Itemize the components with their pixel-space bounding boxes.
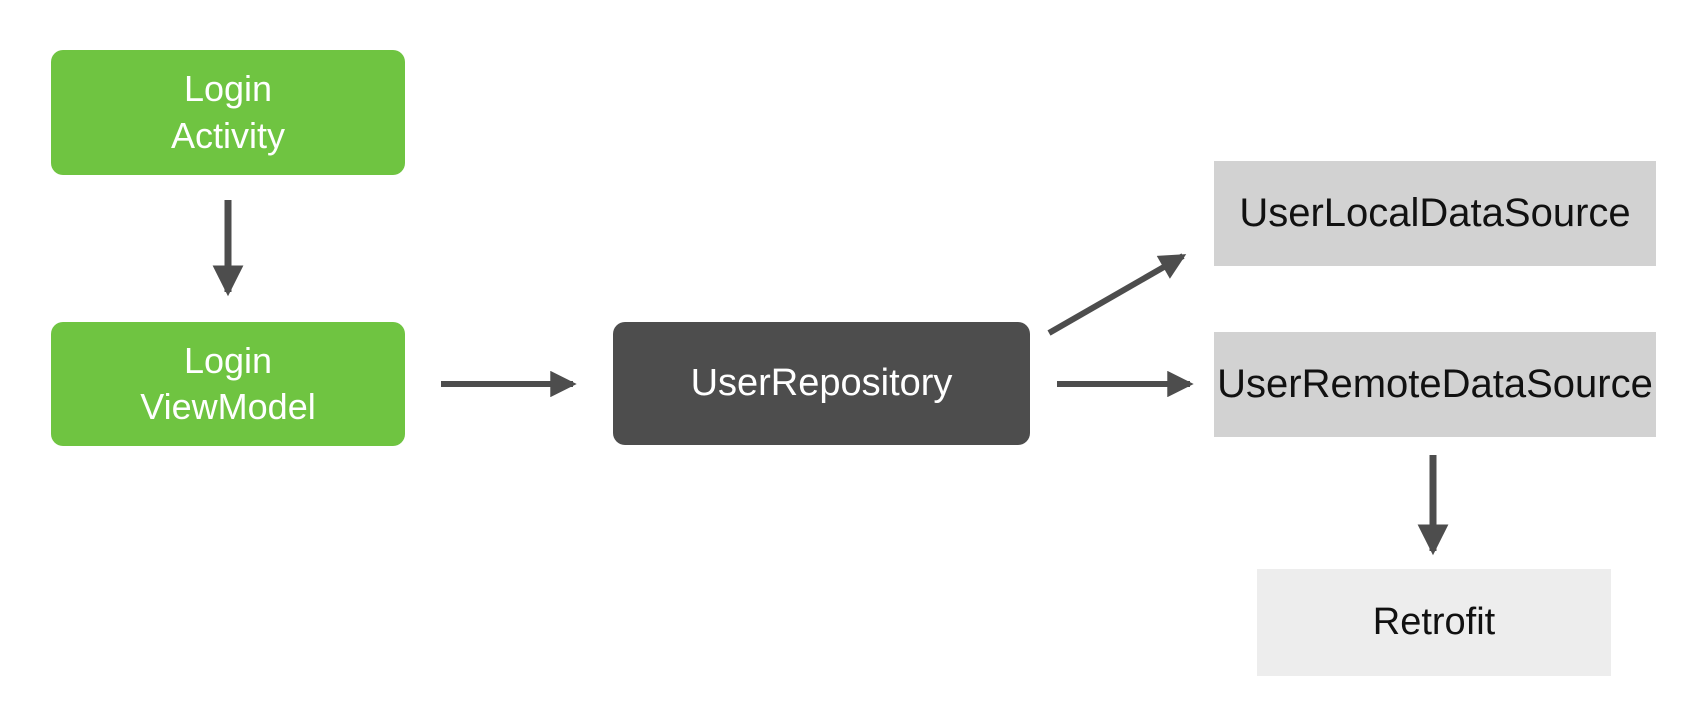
arrow-repository-to-local: [1047, 253, 1187, 336]
node-label-line: Login: [183, 339, 273, 381]
node-label-line: Login: [183, 68, 273, 110]
node-user-local-datasource: UserLocalDataSource: [1214, 161, 1656, 266]
node-user-remote-datasource: UserRemoteDataSource: [1214, 332, 1656, 437]
node-label-line: UserLocalDataSource: [1239, 190, 1631, 235]
node-label-line: UserRemoteDataSource: [1217, 361, 1653, 406]
node-label-line: UserRepository: [690, 362, 953, 405]
node-label-line: Activity: [170, 114, 285, 156]
node-label-line: ViewModel: [140, 386, 316, 427]
node-retrofit: Retrofit: [1257, 569, 1611, 676]
node-label-line: Retrofit: [1372, 601, 1496, 644]
node-user-repository: UserRepository: [613, 322, 1030, 445]
